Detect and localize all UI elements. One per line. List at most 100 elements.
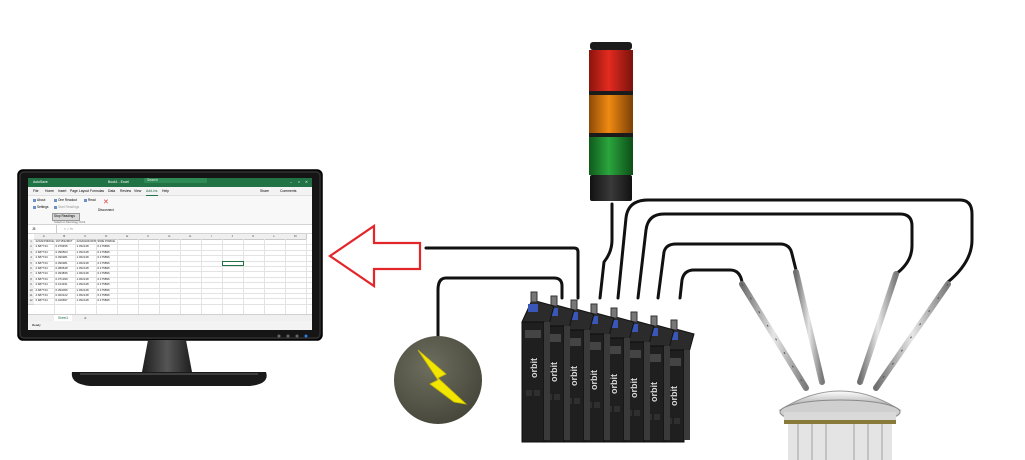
orbit-brand-label: orbit [629,378,639,398]
data-cell[interactable]: 1.452148 [76,298,89,303]
data-cell[interactable]: 2.687744 [35,282,48,287]
data-cell[interactable]: 0.175896 [97,244,110,249]
header-cell[interactable]: 220AFP0MCE [35,239,54,243]
menu-tab-insert[interactable]: Insert [58,189,67,193]
data-cell[interactable]: 2.687744 [35,244,48,249]
data-cell[interactable]: 2.687744 [35,287,48,292]
data-cell[interactable]: 0.175896 [97,298,110,303]
row-header[interactable]: 12 [28,298,34,305]
data-cell[interactable]: 1.452148 [76,276,89,281]
data-cell[interactable]: 2.687744 [35,266,48,270]
about-button[interactable]: About [33,198,45,202]
stop-readings-button[interactable] [52,213,80,221]
data-cell[interactable]: 0.394836 [55,271,68,276]
settings-button[interactable]: Settings [33,205,49,209]
menu-tab-add-ins[interactable]: Add-ins [146,187,158,196]
data-cell[interactable]: 0.371399 [55,276,68,281]
data-cell[interactable]: 0.390503 [55,249,68,254]
data-cell[interactable]: 1.452148 [76,249,89,254]
excel-title-bar: AutoSave Book1 - Excel Search – □ ✕ [28,178,312,187]
column-header[interactable]: G [159,234,181,240]
menu-tab-data[interactable]: Data [108,189,116,193]
data-cell[interactable]: 1.452148 [76,260,89,265]
disconnect-icon[interactable]: ✕ [103,199,109,206]
column-header[interactable]: M [285,234,307,240]
comments-button[interactable]: Comments [280,189,297,193]
header-cell[interactable]: 990E P0MCE [97,239,116,243]
data-cell[interactable]: 0.175896 [97,249,110,254]
data-cell[interactable]: 1.452148 [76,255,89,260]
menu-tab-page-layout[interactable]: Page Layout [70,189,90,193]
data-cell[interactable]: 0.175896 [97,276,110,281]
data-cell[interactable]: 0.390381 [55,260,68,265]
column-header[interactable]: H [180,234,202,240]
data-cell[interactable]: 2.687744 [35,298,48,303]
menu-tab-home[interactable]: Home [45,189,55,193]
close-icon[interactable]: ✕ [305,180,308,184]
row-gridline [34,298,312,299]
ribbon-group-label: Solartron Metrology Orbit [54,219,86,224]
column-gridline [284,239,285,319]
data-cell[interactable]: 0.389648 [55,266,68,270]
header-cell[interactable]: 1971532M07 [55,239,73,243]
row-gridline [34,271,312,272]
fx-icon: × ✓ fx [64,227,73,231]
column-header[interactable]: L [264,234,286,240]
minimize-icon[interactable]: – [290,180,292,184]
data-cell[interactable]: 2.687744 [35,249,48,254]
menu-tab-formulas[interactable]: Formulas [90,189,105,193]
share-button[interactable]: Share [260,189,270,193]
data-cell[interactable]: 1.452148 [76,266,89,270]
menu-tab-review[interactable]: Review [120,189,132,193]
data-cell[interactable]: 0.175896 [97,293,110,297]
data-cell[interactable]: 0.393066 [55,287,68,292]
data-cell[interactable]: 1.452148 [76,244,89,249]
data-cell[interactable]: 0.175896 [97,282,110,287]
data-cell[interactable]: 0.390381 [55,255,68,260]
data-cell[interactable]: 1.452148 [76,271,89,276]
data-cell[interactable]: 2.687744 [35,276,48,281]
menu-tab-help[interactable]: Help [162,189,169,193]
data-cell[interactable]: 1.452148 [76,293,89,297]
data-cell[interactable]: 2.687744 [35,260,48,265]
data-cell[interactable]: 0.175896 [97,255,110,260]
add-sheet-icon[interactable]: ⊕ [84,316,87,320]
data-cell[interactable]: 2.687744 [35,255,48,260]
one-readout-button[interactable]: One Readout [54,198,77,202]
search-box[interactable]: Search [144,178,207,183]
data-cell[interactable]: 1.452148 [76,287,89,292]
data-cell[interactable]: 0.175896 [97,260,110,265]
signal-light-tower-icon [589,42,633,201]
formula-bar: J5 × ✓ fx [28,225,312,234]
menu-tab-file[interactable]: File [33,189,39,193]
data-cell[interactable]: 0.414331 [55,282,68,287]
column-header[interactable]: J [222,234,244,240]
data-cell[interactable]: 0.175896 [97,287,110,292]
data-cell[interactable]: 1.452148 [76,282,89,287]
selected-cell[interactable] [222,260,244,267]
header-cell[interactable]: 220A9H0CFD5 [76,239,97,243]
orbit-brand-label: orbit [649,382,659,402]
data-cell[interactable]: 0.400122 [55,293,68,297]
column-header[interactable]: I [201,234,223,240]
read-button[interactable]: Read [84,198,96,202]
column-header[interactable]: F [138,234,160,240]
orbit-brand-label: orbit [669,386,679,406]
column-gridline [179,239,180,319]
data-cell[interactable]: 0.426697 [55,298,68,303]
data-cell[interactable]: 0.175896 [97,266,110,270]
column-header[interactable]: K [243,234,265,240]
name-box[interactable]: J5 [32,225,57,233]
menu-tab-view[interactable]: View [134,189,142,193]
start-readings-button[interactable]: Start Readings [54,205,79,209]
data-cell[interactable]: 0.175896 [97,271,110,276]
row-gridline [34,249,312,251]
autosave-label[interactable]: AutoSave [33,180,48,184]
column-header[interactable]: E [117,234,139,240]
data-cell[interactable]: 2.687744 [35,293,48,297]
data-cell[interactable]: 2.687744 [35,271,48,276]
data-cell[interactable]: 0.379456 [55,244,68,249]
maximize-icon[interactable]: □ [298,180,301,184]
